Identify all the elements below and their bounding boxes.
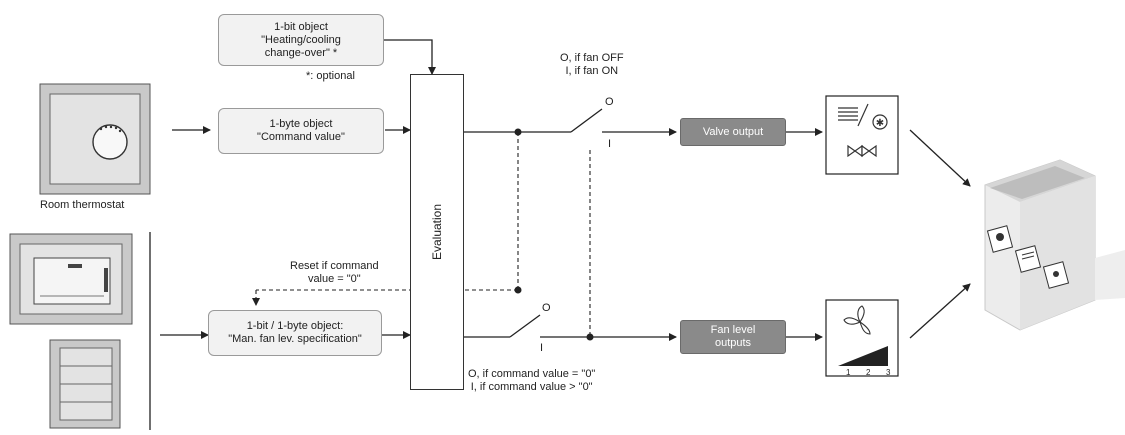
fan-switch-note-line1: O, if fan OFF [560, 52, 624, 64]
reset-note-line1: Reset if command [290, 260, 379, 272]
command-switch-note-line2: I, if command value > "0" [470, 381, 593, 393]
junction-dot-lower [586, 333, 594, 341]
svg-text:✱: ✱ [876, 118, 884, 129]
command-switch-note: O, if command value = "0" I, if command … [468, 368, 595, 394]
fan-output-line2: outputs [714, 337, 752, 349]
changeover-object-box: 1-bit object "Heating/cooling change-ove… [218, 14, 384, 66]
changeover-arrow [384, 39, 436, 75]
valve-symbol: ✱ [825, 95, 899, 175]
upper-switch-blade [570, 108, 603, 133]
upper-switch-open-mark: O [605, 96, 614, 108]
room-control-panel [9, 233, 133, 325]
room-thermostat [39, 83, 151, 195]
fan-object-line2: "Man. fan lev. specification" [228, 333, 362, 345]
fan-output-line1: Fan level [710, 324, 756, 336]
junction-dot-reset [514, 286, 522, 294]
valve-output-box: Valve output [680, 118, 786, 146]
changeover-object-line2: "Heating/cooling [261, 33, 341, 46]
evaluation-label: Evaluation [430, 203, 444, 261]
upper-switch-closed-mark: I [608, 138, 612, 150]
fan-switch-note-line2: I, if fan ON [565, 65, 619, 77]
valve-to-unit-arrow [909, 129, 971, 187]
lower-switch-closed-mark: I [540, 342, 544, 354]
command-switch-note-line1: O, if command value = "0" [468, 368, 596, 380]
changeover-object-line3: change-over" * [264, 46, 338, 59]
push-button-panel [49, 339, 121, 429]
command-object-line1: 1-byte object [269, 118, 333, 130]
fan-switch-note: O, if fan OFF I, if fan ON [560, 52, 624, 78]
reset-note: Reset if command value = "0" [290, 260, 379, 286]
lower-switch-blade [509, 314, 541, 338]
fan-to-unit-arrow [909, 283, 971, 339]
fan-output-box: Fan level outputs [680, 320, 786, 354]
fan-scale-tick-2: 2 [866, 368, 871, 377]
reset-note-line2: value = "0" [307, 273, 361, 285]
fan-scale-tick-1: 1 [846, 368, 851, 377]
fan-scale-tick-3: 3 [886, 368, 891, 377]
optional-note: *: optional [306, 70, 355, 82]
fan-coil-unit [984, 159, 1125, 331]
fan-symbol [825, 299, 899, 377]
valve-output-label: Valve output [702, 125, 764, 138]
junction-dot-upper [514, 128, 522, 136]
evaluation-block: Evaluation [410, 74, 464, 390]
fan-object-box: 1-bit / 1-byte object: "Man. fan lev. sp… [208, 310, 382, 356]
thermostat-label: Room thermostat [40, 199, 125, 211]
changeover-object-line1: 1-bit object [274, 20, 328, 33]
command-object-line2: "Command value" [257, 131, 345, 143]
lower-switch-open-mark: O [542, 302, 551, 314]
command-object-box: 1-byte object "Command value" [218, 108, 384, 154]
fan-object-line1: 1-bit / 1-byte object: [246, 320, 344, 332]
